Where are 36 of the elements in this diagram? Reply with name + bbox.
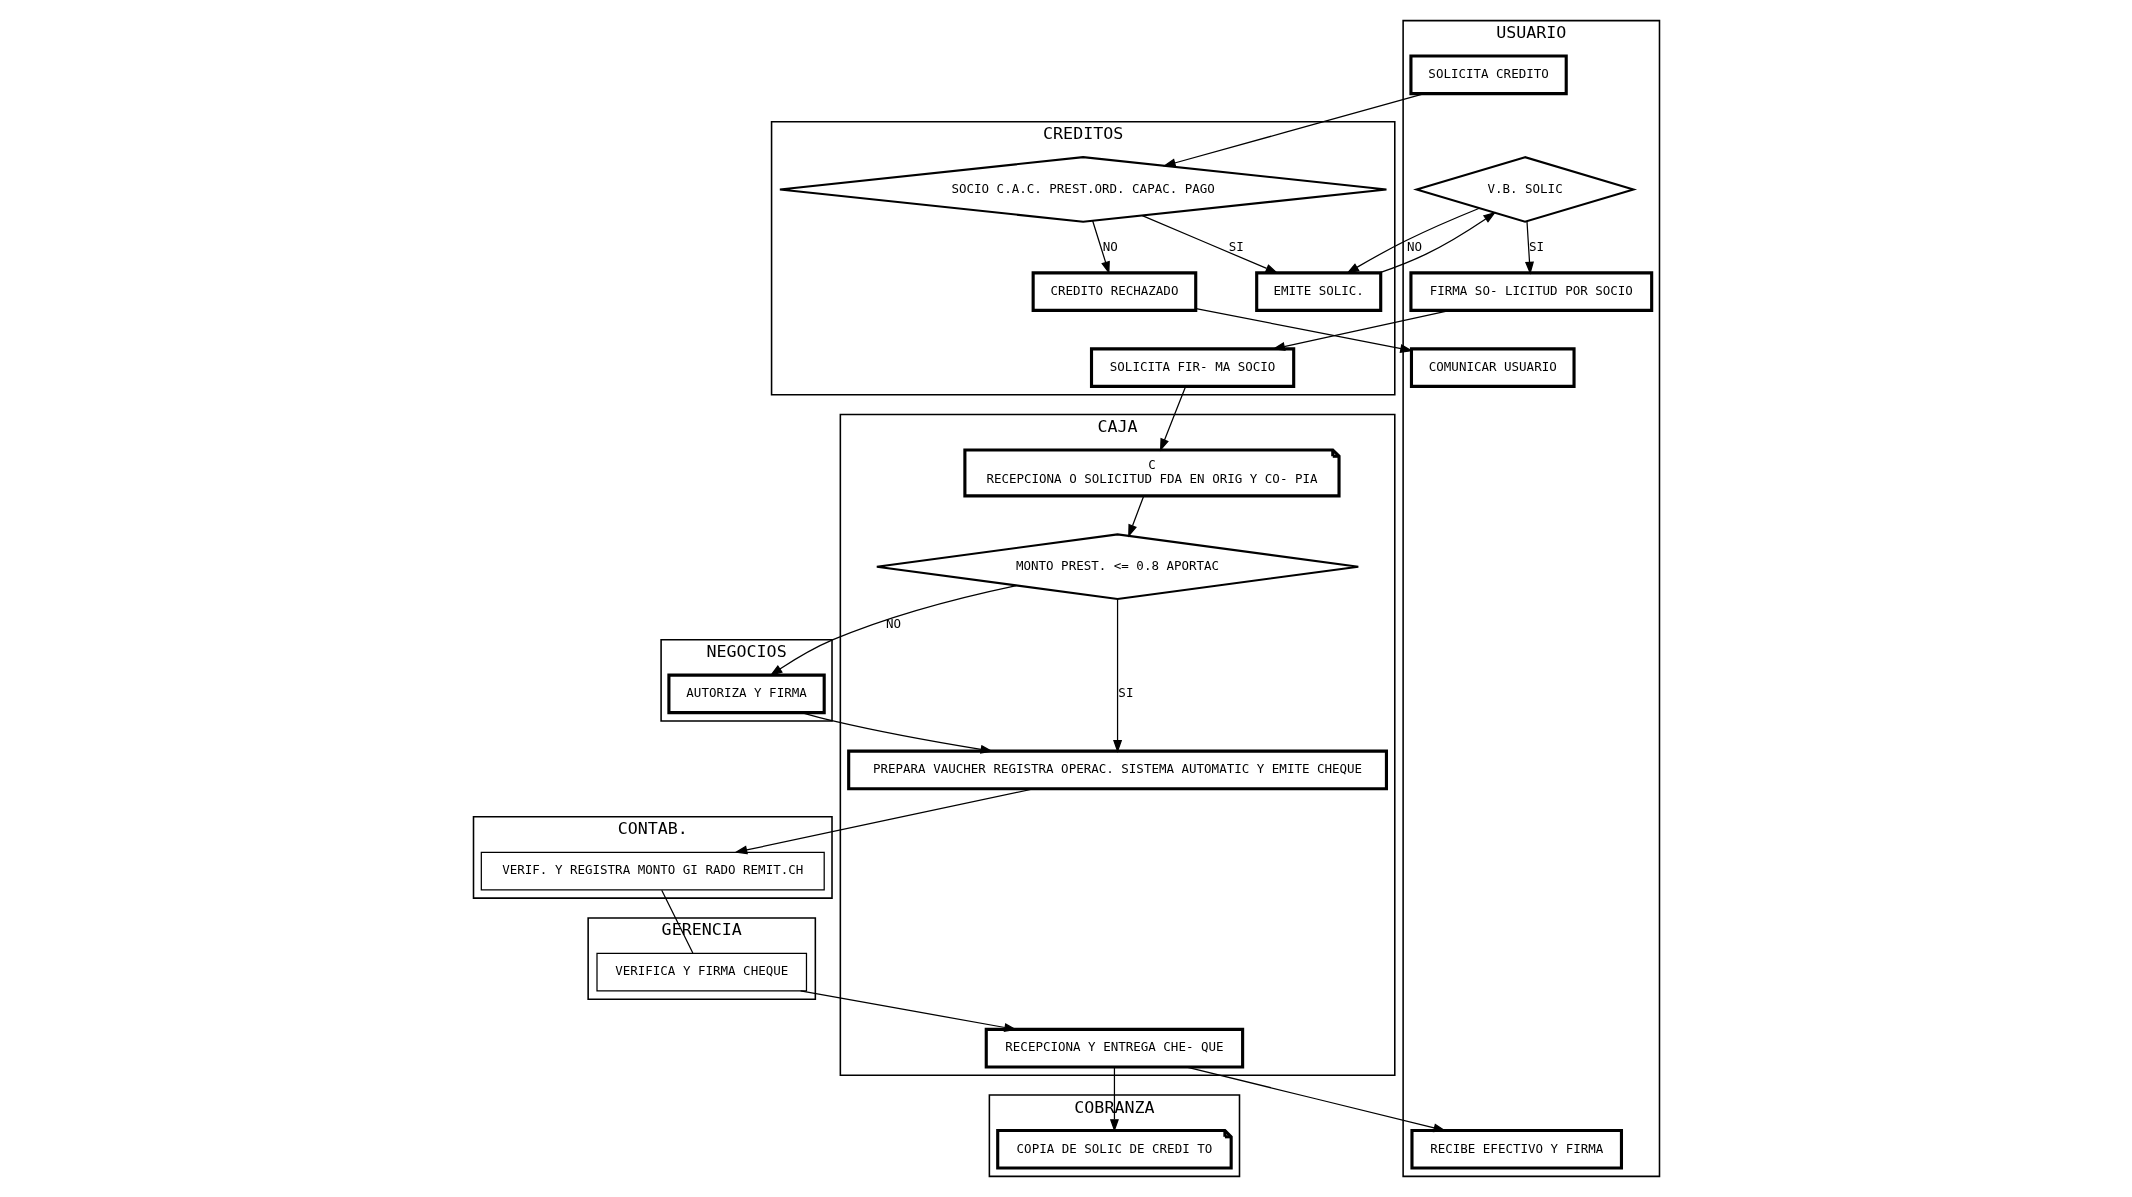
edge-label: NO xyxy=(1406,238,1422,254)
arrow xyxy=(1271,309,1451,351)
arrow xyxy=(1159,386,1186,452)
arrow xyxy=(1162,93,1425,168)
edge-label: NO xyxy=(1102,238,1118,254)
arrow xyxy=(733,788,1035,855)
arrow xyxy=(769,584,1017,676)
connector xyxy=(660,889,693,954)
node-box: EMITE SOLIC. xyxy=(1254,271,1382,312)
arrow xyxy=(1345,207,1480,274)
arrow xyxy=(1524,220,1534,275)
arrow xyxy=(799,990,1017,1032)
node-box: FIRMA SO- LICITUD POR SOCIO xyxy=(1408,271,1653,312)
node-diamond: MONTO PREST. <= 0.8 APORTAC xyxy=(875,533,1359,601)
node-box: PREPARA VAUCHER REGISTRA OPERAC. SISTEMA AUTOMATIC Y EMITE CHEQUE xyxy=(846,749,1388,791)
arrow xyxy=(1194,307,1413,353)
node-box: SOLICITA CREDITO xyxy=(1408,54,1568,96)
node-box: AUTORIZA Y FIRMA xyxy=(666,673,826,715)
node-box: RECIBE EFECTIVO Y FIRMA xyxy=(1409,1128,1623,1170)
node-box: COMUNICAR USUARIO xyxy=(1409,347,1576,388)
node-box: VERIF. Y REGISTRA MONTO GI RADO REMIT.CH xyxy=(480,851,825,891)
node-box: VERIFICA Y FIRMA CHEQUE xyxy=(595,952,807,992)
arrow xyxy=(1112,598,1122,754)
edge-label: NO xyxy=(885,615,901,631)
edge-label: SI xyxy=(1117,685,1133,701)
arrow xyxy=(1127,495,1144,538)
node-box: CREDITO RECHAZADO xyxy=(1031,271,1197,312)
edge-label: SI xyxy=(1528,238,1544,254)
arrow xyxy=(1185,1066,1446,1133)
arrow xyxy=(800,712,993,754)
edge-label: SI xyxy=(1228,238,1244,254)
arrow xyxy=(1091,220,1110,275)
node-box: SOLICITA FIR- MA SOCIO xyxy=(1089,347,1295,388)
arrow xyxy=(1141,215,1278,274)
arrow xyxy=(1378,211,1496,274)
node-box: RECEPCIONA Y ENTREGA CHE- QUE xyxy=(984,1027,1244,1069)
